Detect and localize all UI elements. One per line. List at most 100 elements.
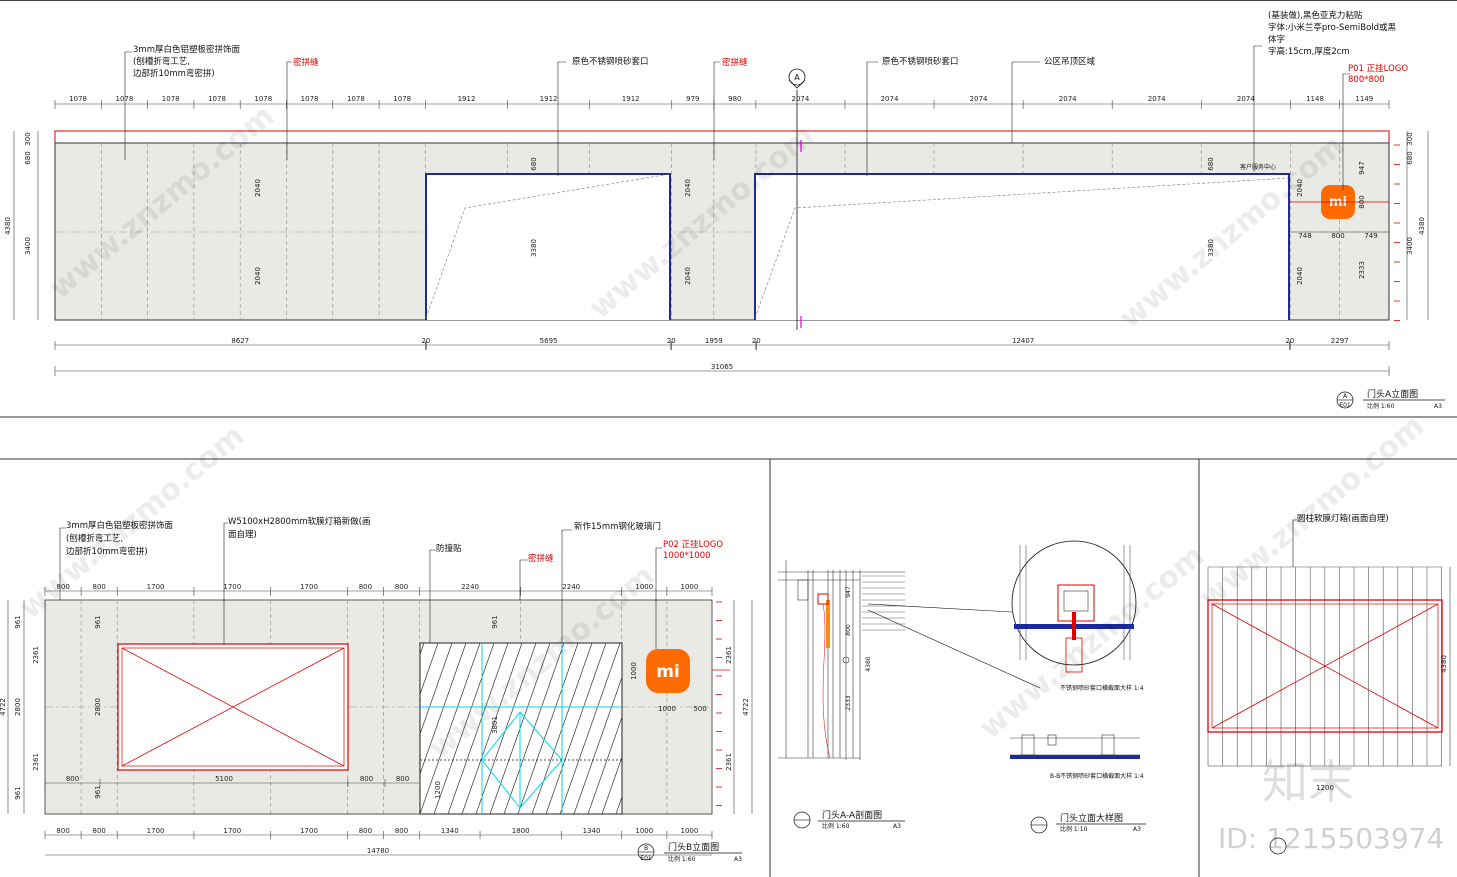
top-dim: 1078 <box>254 95 272 103</box>
total-dim-a: 31065 <box>711 363 733 371</box>
b-left-dim: 4722 <box>0 698 7 716</box>
b-top-dim: 1700 <box>300 583 318 591</box>
svg-text:E01: E01 <box>1339 402 1351 409</box>
watermark-site: www.znzmo.com <box>13 418 251 626</box>
top-dim: 1912 <box>540 95 558 103</box>
top-dim: 2074 <box>970 95 988 103</box>
column-dim-width: 1200 <box>1316 784 1334 792</box>
b-inner-dim: 1200 <box>434 781 442 799</box>
b-note-alu-1: 3mm厚白色铝塑板密拼饰面 <box>66 520 173 531</box>
detail-label: 不锈钢喷砂套口横截面大样 1:4 <box>1060 684 1144 692</box>
bottom-dim: 12407 <box>1012 337 1034 345</box>
left-dim-3400: 3400 <box>24 237 32 255</box>
inner-dim: 2040 <box>254 179 262 197</box>
top-dim: 1078 <box>393 95 411 103</box>
top-dim: 2074 <box>1148 95 1166 103</box>
b-mid-dim: 800 <box>360 775 373 783</box>
svg-text:门头立面大样图: 门头立面大样图 <box>1060 812 1123 824</box>
note-font-2: 字体:小米兰亭pro-SemiBold或黑 <box>1268 22 1397 33</box>
b-bottom-dim: 1700 <box>147 827 165 835</box>
left-dim-300: 300 <box>24 132 32 145</box>
svg-text:A3: A3 <box>1434 403 1442 410</box>
svg-text:比例 1:60: 比例 1:60 <box>1367 402 1395 410</box>
top-dim: 2074 <box>881 95 899 103</box>
column-lightbox: 4380 1200 圆柱软膜灯箱(画面自理) <box>1207 513 1451 855</box>
note-seam-2: 密拼缝 <box>722 57 748 68</box>
b-inner-dim: 2800 <box>94 698 102 716</box>
inner-dim: 2040 <box>254 267 262 285</box>
svg-text:A3: A3 <box>734 856 742 863</box>
service-label: 客户服务中心 <box>1240 163 1276 171</box>
opening-center <box>755 174 1289 320</box>
note-logo-p01-2: 800*800 <box>1348 75 1385 85</box>
top-dim: 980 <box>728 95 741 103</box>
right-dim: 680 <box>1406 151 1414 164</box>
note-steel-2: 原色不锈钢喷砂套口 <box>882 56 959 67</box>
inner-dim: 2040 <box>684 267 692 285</box>
inner-dim: 947 <box>1358 161 1366 174</box>
b-left-dim: 2361 <box>32 646 40 664</box>
b-mid-dim: 800 <box>396 775 409 783</box>
svg-text:A3: A3 <box>1133 826 1141 833</box>
right-dim: 3400 <box>1406 237 1414 255</box>
top-dim: 1078 <box>208 95 226 103</box>
svg-text:E01: E01 <box>640 855 652 862</box>
b-left-dim: 961 <box>14 615 22 628</box>
bottom-dim: 2297 <box>1331 337 1349 345</box>
logo-dim: 800 <box>1331 232 1344 240</box>
b-inner-dim: 1000 <box>630 662 638 680</box>
total-dim-b: 14780 <box>367 847 389 855</box>
inner-dim: 800 <box>1358 195 1366 208</box>
b-top-dim: 1700 <box>223 583 241 591</box>
b-inner-dim: 3801 <box>491 716 499 734</box>
top-dim: 1912 <box>622 95 640 103</box>
inner-dim: 3380 <box>1207 239 1215 257</box>
b-note-alu-2: (刨槽折弯工艺, <box>66 533 123 544</box>
title-block-detail: 门头立面大样图 比例 1:10 A3 <box>1030 812 1146 834</box>
top-dim: 1149 <box>1355 95 1373 103</box>
top-dim: 1078 <box>69 95 87 103</box>
b-bottom-dim: 1000 <box>680 827 698 835</box>
b-note-glass-door: 新作15mm钢化玻璃门 <box>574 521 661 532</box>
inner-dim: 680 <box>530 157 538 170</box>
top-dim: 2074 <box>1059 95 1077 103</box>
b-inner-dim: 961 <box>491 615 499 628</box>
bottom-dim: 20 <box>1285 337 1294 345</box>
b-inner-dim: 961 <box>94 785 102 798</box>
b-bottom-dim: 1340 <box>441 827 459 835</box>
b-inner-dim: 961 <box>94 615 102 628</box>
b-note-lightbox-1: W5100xH2800mm软膜灯箱新做(画 <box>228 516 370 527</box>
lightbox <box>117 643 349 771</box>
note-alu-panel-2: (刨槽折弯工艺, <box>133 56 190 67</box>
b-bottom-dim: 800 <box>56 827 69 835</box>
svg-text:A: A <box>794 73 800 82</box>
left-dim-680: 680 <box>24 151 32 164</box>
b-note-lightbox-2: 面自理) <box>228 529 257 540</box>
b-inner-dim: 500 <box>693 705 706 713</box>
left-dim-4380: 4380 <box>4 217 12 235</box>
b-left-dim: 2361 <box>32 753 40 771</box>
svg-text:B: B <box>644 845 648 852</box>
svg-text:比例 1:60: 比例 1:60 <box>668 855 696 863</box>
inner-dim: 3380 <box>530 239 538 257</box>
logo-p02: mi <box>646 649 690 693</box>
column-dim-height: 4380 <box>1440 655 1448 673</box>
b-bottom-dim: 1800 <box>512 827 530 835</box>
svg-text:比例 1:60: 比例 1:60 <box>822 822 850 830</box>
bottom-dim: 20 <box>667 337 676 345</box>
b-note-seam: 密拼缝 <box>528 553 554 564</box>
bottom-dim: 20 <box>752 337 761 345</box>
section-dim: 4380 <box>865 656 872 671</box>
inner-dim: 2040 <box>1296 267 1304 285</box>
note-font-3: 体字 <box>1268 34 1285 45</box>
inner-dim: 2040 <box>684 179 692 197</box>
svg-text:A: A <box>1343 393 1348 400</box>
watermark-site: www.znzmo.com <box>1193 408 1431 616</box>
b-top-dim: 800 <box>359 583 372 591</box>
svg-text:mi: mi <box>656 662 680 682</box>
b-mid-dim: 5100 <box>215 775 233 783</box>
top-dim: 2074 <box>791 95 809 103</box>
note-font-1: (基装做),黑色亚克力粘贴 <box>1268 10 1363 21</box>
svg-text:比例 1:10: 比例 1:10 <box>1060 825 1088 833</box>
